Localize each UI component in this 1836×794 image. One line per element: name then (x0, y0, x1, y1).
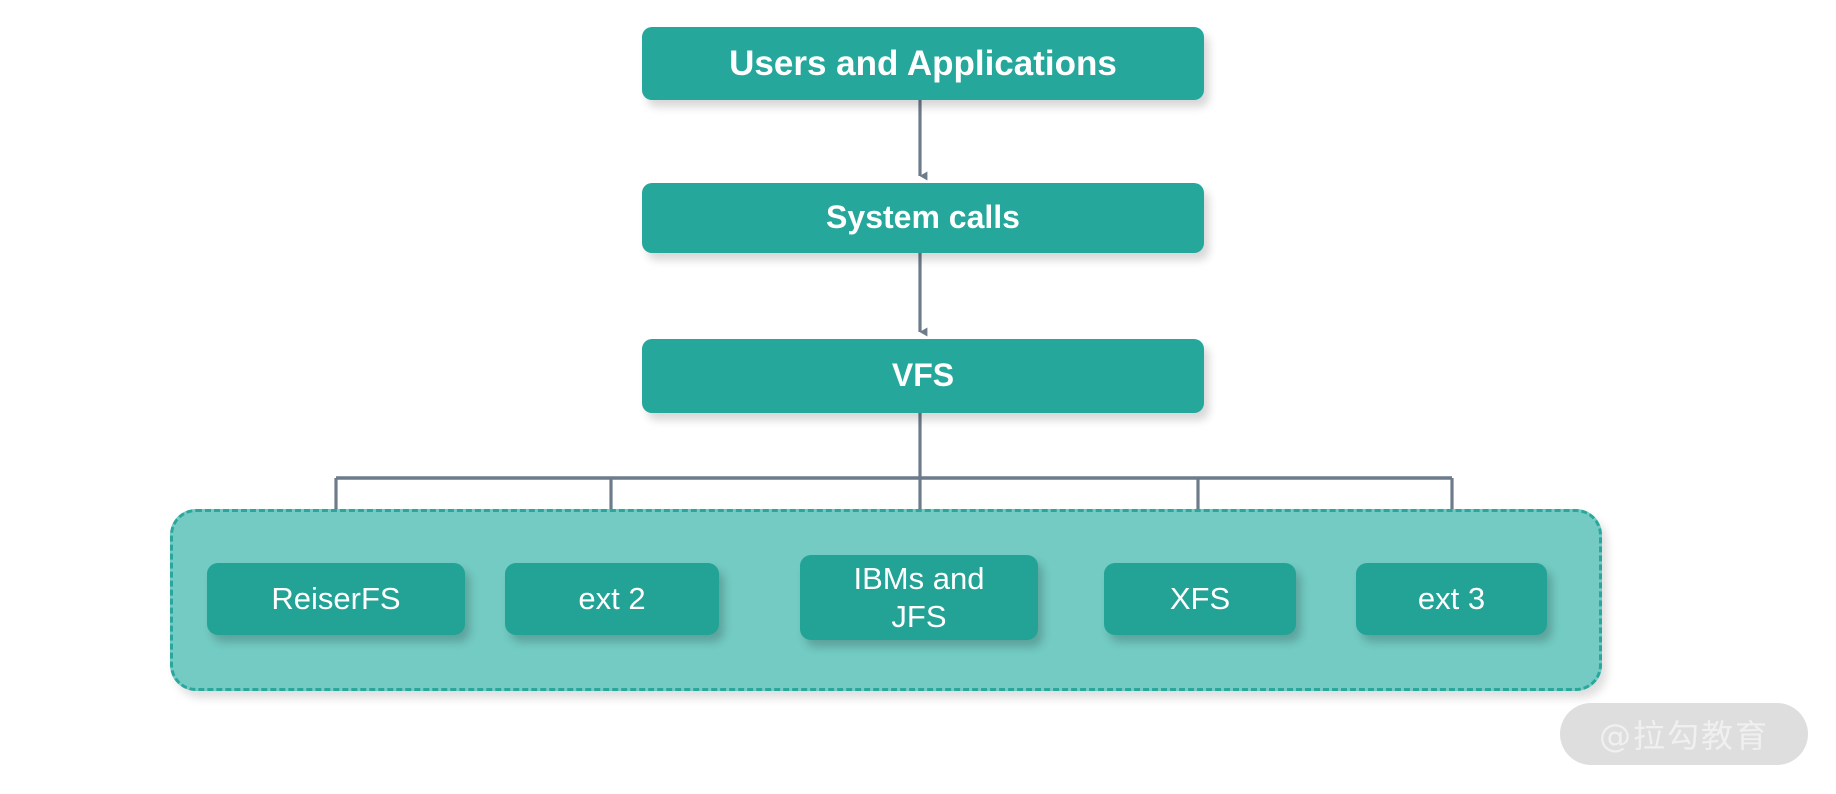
node-users-and-applications[interactable]: Users and Applications (642, 27, 1204, 100)
node-vfs[interactable]: VFS (642, 339, 1204, 413)
node-ibms-and-jfs[interactable]: IBMs and JFS (800, 555, 1038, 640)
node-reiserfs[interactable]: ReiserFS (207, 563, 465, 635)
node-ext2[interactable]: ext 2 (505, 563, 719, 635)
watermark-badge: @拉勾教育 (1560, 703, 1808, 765)
node-system-calls[interactable]: System calls (642, 183, 1204, 253)
node-xfs[interactable]: XFS (1104, 563, 1296, 635)
node-ext3[interactable]: ext 3 (1356, 563, 1547, 635)
